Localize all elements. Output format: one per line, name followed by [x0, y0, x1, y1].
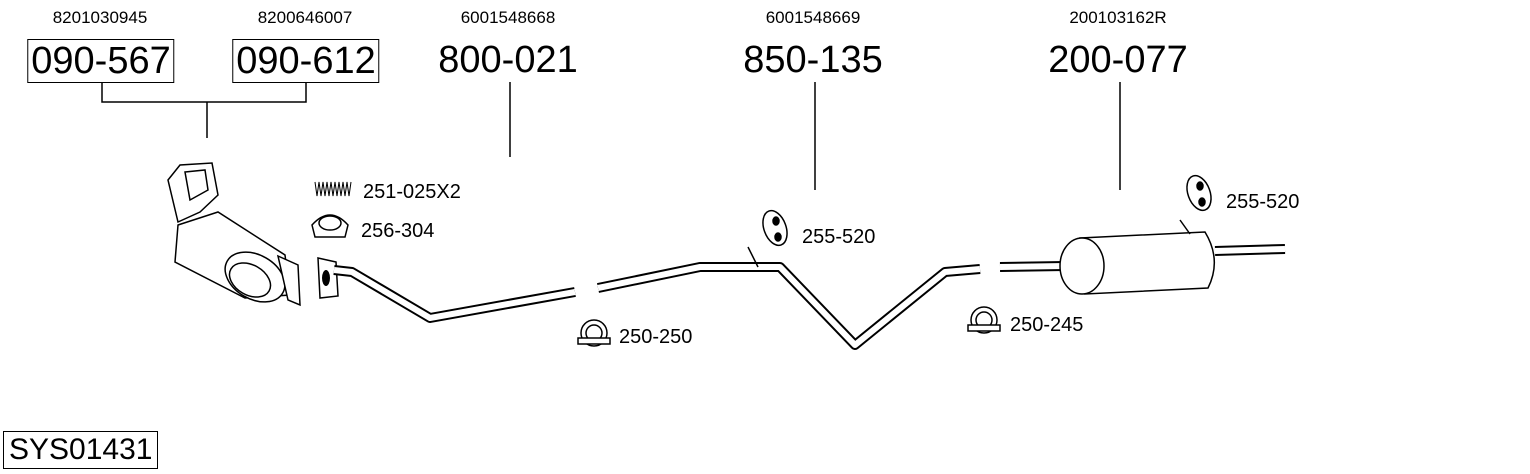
oe-number-4: 6001548669	[765, 8, 861, 27]
hanger-label-2[interactable]: 255-520	[1226, 191, 1300, 213]
ring-label[interactable]: 256-304	[361, 220, 435, 242]
oe-number-5: 200103162R	[1069, 8, 1167, 27]
oe-number-1: 8201030945	[52, 8, 148, 27]
clamp-icon	[577, 306, 1001, 347]
clamp-label-1[interactable]: 250-250	[619, 326, 693, 348]
part-number-2[interactable]: 090-612	[232, 39, 380, 83]
system-id: SYS01431	[3, 431, 159, 469]
leader-lines	[101, 82, 1121, 190]
part-number-5[interactable]: 200-077	[1048, 39, 1188, 81]
middle-pipe[interactable]	[596, 246, 981, 350]
hanger-label-1[interactable]: 255-520	[802, 226, 876, 248]
hanger-icon	[762, 174, 1212, 247]
spring-icon	[314, 181, 352, 197]
catalytic-converter[interactable]	[167, 162, 301, 312]
ring-icon	[311, 214, 349, 238]
part-number-4[interactable]: 850-135	[743, 39, 883, 81]
part-number-3[interactable]: 800-021	[438, 39, 578, 81]
spring-label[interactable]: 251-025X2	[363, 181, 461, 203]
rear-silencer[interactable]	[999, 219, 1286, 295]
clamp-label-2[interactable]: 250-245	[1010, 314, 1084, 336]
part-number-1[interactable]: 090-567	[27, 39, 175, 83]
oe-number-3: 6001548668	[460, 8, 556, 27]
oe-number-2: 8200646007	[257, 8, 353, 27]
front-pipe[interactable]	[317, 257, 576, 323]
